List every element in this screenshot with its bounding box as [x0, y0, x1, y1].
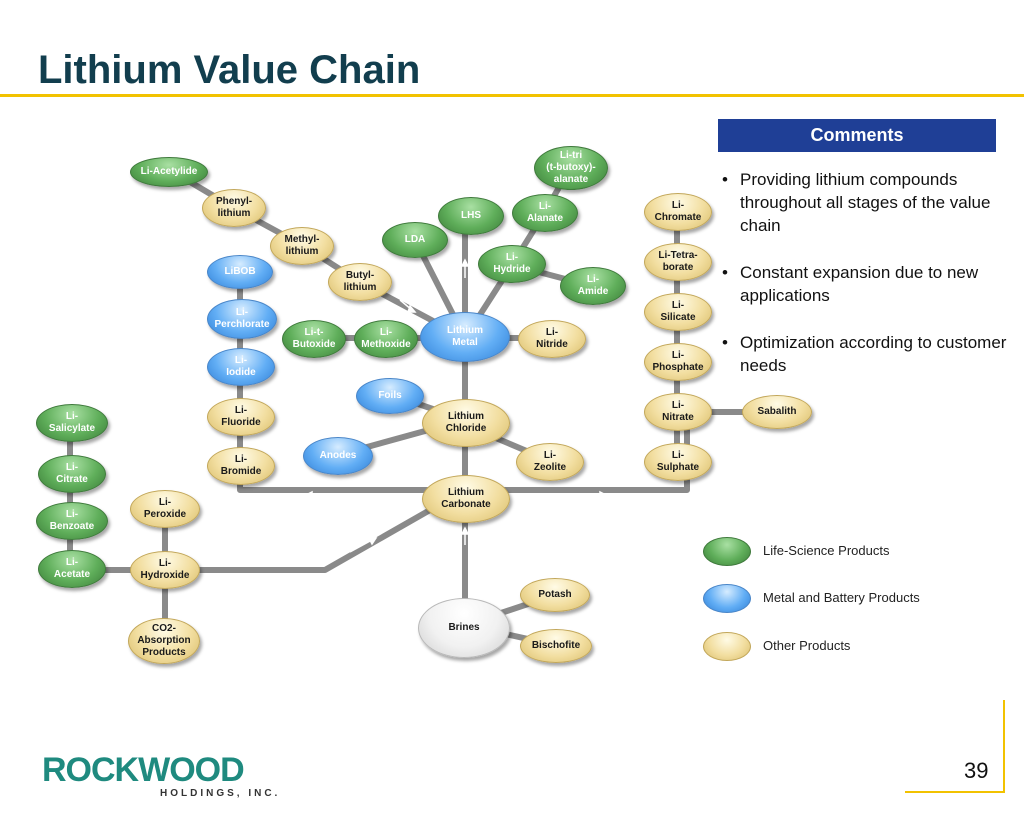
- node-li-hydroxide: Li- Hydroxide: [130, 551, 200, 589]
- node-li-peroxide: Li- Peroxide: [130, 490, 200, 528]
- node-li-fluoride: Li- Fluoride: [207, 398, 275, 436]
- node-li-phosphate: Li- Phosphate: [644, 343, 712, 381]
- node-li-nitrate: Li- Nitrate: [644, 393, 712, 431]
- node-li-iodide: Li- Iodide: [207, 348, 275, 386]
- arrowhead-bus-right: [599, 490, 608, 500]
- legend-swatch-yellow: [703, 632, 751, 661]
- node-anodes: Anodes: [303, 437, 373, 475]
- node-li-acetylide: Li-Acetylide: [130, 157, 208, 187]
- logo-wordmark: ROCKWOOD: [42, 751, 245, 789]
- legend-label: Other Products: [763, 638, 851, 653]
- legend-item-life-science: Life-Science Products: [703, 537, 1003, 567]
- corner-accent-vertical: [1003, 700, 1005, 793]
- node-li-tetraborate: Li-Tetra- borate: [644, 243, 712, 281]
- node-potash: Potash: [520, 578, 590, 612]
- arrowhead-diag-butyl: [406, 304, 417, 313]
- legend-swatch-green: [703, 537, 751, 566]
- company-logo: ROCKWOOD HOLDINGS, INC.: [42, 752, 280, 799]
- node-li-silicate: Li- Silicate: [644, 293, 712, 331]
- node-phenyl-lithium: Phenyl- lithium: [202, 189, 266, 227]
- node-li-perchlorate: Li- Perchlorate: [207, 299, 277, 339]
- arrowhead-diag-hydroxide: [367, 537, 378, 546]
- logo-subtitle: HOLDINGS, INC.: [160, 788, 281, 799]
- legend-item-metal-battery: Metal and Battery Products: [703, 584, 1003, 614]
- node-li-acetate: Li- Acetate: [38, 550, 106, 588]
- node-methyl-lithium: Methyl- lithium: [270, 227, 334, 265]
- node-bischofite: Bischofite: [520, 629, 592, 663]
- comment-bullet: Providing lithium compounds throughout a…: [714, 168, 1014, 237]
- node-li-alanate: Li- Alanate: [512, 194, 578, 232]
- comment-bullet: Constant expansion due to new applicatio…: [714, 261, 1014, 307]
- node-lithium-metal: Lithium Metal: [420, 312, 510, 362]
- node-li-sulphate: Li- Sulphate: [644, 443, 712, 481]
- page-number: 39: [964, 758, 989, 783]
- node-li-chromate: Li- Chromate: [644, 193, 712, 231]
- node-li-citrate: Li- Citrate: [38, 455, 106, 493]
- node-lhs: LHS: [438, 197, 504, 235]
- node-li-bromide: Li- Bromide: [207, 447, 275, 485]
- legend-item-other: Other Products: [703, 632, 1003, 662]
- corner-accent-horizontal: [905, 791, 1005, 793]
- title-underline: [0, 94, 1024, 97]
- legend-swatch-blue: [703, 584, 751, 613]
- node-foils: Foils: [356, 378, 424, 414]
- comment-bullet: Optimization according to customer needs: [714, 331, 1014, 377]
- legend-label: Metal and Battery Products: [763, 590, 920, 605]
- node-co2-absorption-products: CO2- Absorption Products: [128, 618, 200, 664]
- node-li-t-butoxide: Li-t- Butoxide: [282, 320, 346, 358]
- node-lithium-carbonate: Lithium Carbonate: [422, 475, 510, 523]
- connector-hydroxide-branch: [162, 487, 468, 573]
- arrowhead-bus-left: [304, 490, 313, 500]
- node-libob: LiBOB: [207, 255, 273, 289]
- node-li-tri-butoxy-alanate: Li-tri (t-butoxy)- alanate: [534, 146, 608, 190]
- node-brines: Brines: [418, 598, 510, 658]
- comments-list: Providing lithium compounds throughout a…: [714, 168, 1014, 401]
- node-li-salicylate: Li- Salicylate: [36, 404, 108, 442]
- node-li-amide: Li- Amide: [560, 267, 626, 305]
- node-butyl-lithium: Butyl- lithium: [328, 263, 392, 301]
- node-lda: LDA: [382, 222, 448, 258]
- node-lithium-chloride: Lithium Chloride: [422, 399, 510, 447]
- node-li-methoxide: Li- Methoxide: [354, 320, 418, 358]
- arrow-diag-hydroxide: [349, 539, 373, 553]
- slide-title: Lithium Value Chain: [38, 48, 421, 92]
- node-li-benzoate: Li- Benzoate: [36, 502, 108, 540]
- comments-header: Comments: [718, 119, 996, 152]
- arrowhead-up-carbonate: [460, 526, 470, 535]
- node-li-hydride: Li- Hydride: [478, 245, 546, 283]
- node-sabalith: Sabalith: [742, 395, 812, 429]
- arrowhead-up-metal: [460, 258, 470, 267]
- node-li-zeolite: Li- Zeolite: [516, 443, 584, 481]
- legend-label: Life-Science Products: [763, 543, 890, 558]
- node-li-nitride: Li- Nitride: [518, 320, 586, 358]
